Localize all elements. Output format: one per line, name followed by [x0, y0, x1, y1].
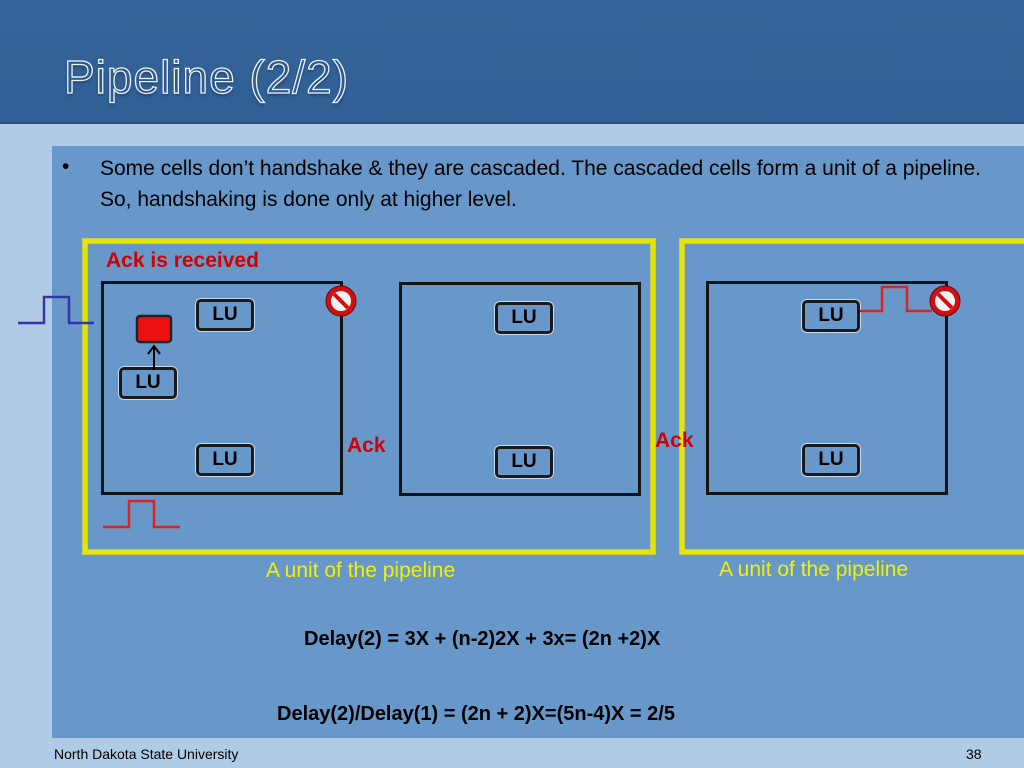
- bullet-text: Some cells don’t handshake & they are ca…: [100, 157, 981, 211]
- cell-box-2: [399, 282, 641, 496]
- ack-pulse-signal-2: [860, 285, 932, 313]
- pipeline-unit-frame-2: [680, 239, 1024, 554]
- ack-received-label: Ack is received: [106, 249, 259, 272]
- lu-block: LU: [802, 444, 860, 476]
- no-handshake-icon: [325, 285, 357, 317]
- slide-title: Pipeline (2/2): [63, 50, 350, 103]
- ack-pulse-signal: [103, 499, 180, 529]
- arrow-up-icon: [147, 344, 161, 370]
- pipeline-unit-caption-1: A unit of the pipeline: [266, 559, 456, 582]
- no-handshake-icon: [929, 285, 961, 317]
- ack-label-2: Ack: [655, 429, 694, 452]
- lu-block: LU: [196, 444, 254, 476]
- page-number: 38: [966, 746, 982, 762]
- bullet-marker: •: [62, 155, 70, 178]
- title-bar: [0, 0, 1024, 122]
- pipeline-unit-frame-1: [83, 239, 655, 554]
- lu-block: LU: [196, 299, 254, 331]
- content-panel: [52, 146, 1024, 738]
- lu-block: LU: [802, 300, 860, 332]
- cell-box-3: [706, 281, 948, 495]
- input-pulse-signal: [18, 295, 94, 325]
- ack-label-1: Ack: [347, 434, 386, 457]
- footer-institution: North Dakota State University: [54, 746, 239, 762]
- lu-block: LU: [119, 367, 177, 399]
- register-block: [135, 314, 173, 344]
- lu-block: LU: [495, 446, 553, 478]
- delay-ratio-formula: Delay(2)/Delay(1) = (2n + 2)X=(5n-4)X = …: [277, 703, 675, 725]
- pipeline-unit-caption-2: A unit of the pipeline: [719, 558, 909, 581]
- cell-box-1: [101, 281, 343, 495]
- delay-formula: Delay(2) = 3X + (n-2)2X + 3x= (2n +2)X: [304, 628, 661, 650]
- lu-block: LU: [495, 302, 553, 334]
